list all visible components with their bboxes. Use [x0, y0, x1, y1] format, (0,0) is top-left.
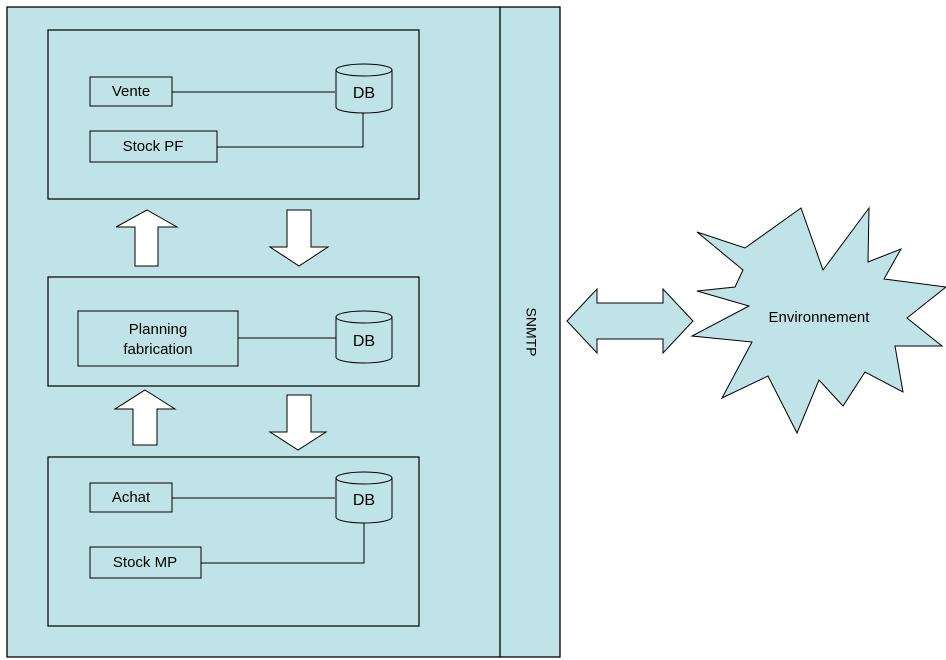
db-cylinder-bottom — [335, 471, 393, 524]
achat-label: Achat — [112, 489, 151, 506]
module-top: Vente Stock PF DB — [47, 29, 420, 200]
up-arrow-bottom-to-middle — [113, 389, 177, 446]
system-label: SNMTP — [523, 308, 539, 357]
down-arrow-top-to-middle — [268, 209, 330, 267]
module-bottom: Achat Stock MP DB — [47, 456, 420, 627]
bidirectional-arrow — [566, 287, 694, 355]
db-label-top: DB — [353, 85, 375, 102]
stock-mp-box — [89, 546, 202, 579]
stock-pf-db-connector — [217, 113, 364, 148]
planning-label: Planning — [129, 321, 187, 338]
planning-fabrication-box — [77, 310, 239, 367]
db-label-bottom: DB — [353, 492, 375, 509]
up-arrow-middle-to-top — [115, 209, 179, 267]
vente-label: Vente — [112, 83, 150, 100]
db-cylinder-middle — [335, 310, 393, 364]
stock-mp-label: Stock MP — [113, 554, 177, 571]
achat-box — [89, 482, 173, 513]
db-cylinder-top — [335, 63, 393, 114]
environment-starburst — [690, 206, 946, 435]
down-arrow-middle-to-bottom — [268, 394, 328, 451]
stock-pf-label: Stock PF — [123, 138, 184, 155]
vente-box — [89, 76, 173, 107]
stock-mp-db-connector — [201, 523, 365, 564]
fabrication-label: fabrication — [123, 341, 192, 358]
db-label-middle: DB — [353, 333, 375, 350]
module-middle: Planning fabrication DB — [47, 276, 420, 387]
environment-label: Environnement — [769, 309, 871, 326]
module-top-box — [47, 29, 420, 200]
